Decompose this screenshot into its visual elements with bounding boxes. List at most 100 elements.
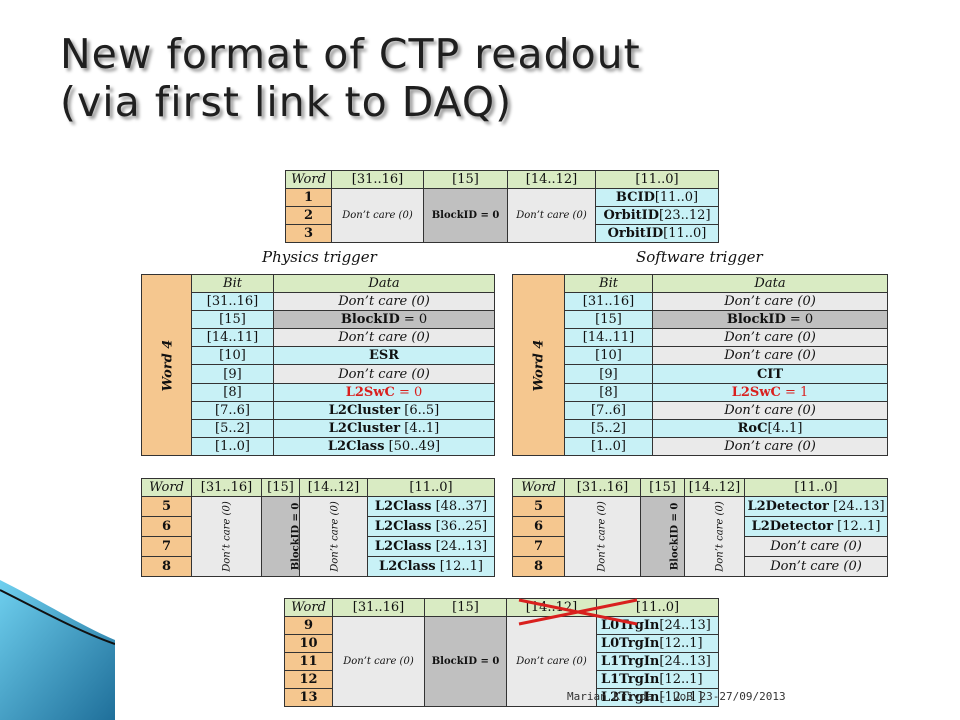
header-bit: Bit [191, 273, 274, 294]
bit-range: [10] [191, 346, 274, 366]
data-cell: BlockID = 0 [652, 310, 888, 330]
data-cell: L2Class [48..37] [367, 496, 495, 517]
bit-range: [7..6] [191, 400, 274, 420]
data-cell: L2Cluster [4..1] [273, 418, 495, 438]
word-number: 8 [512, 556, 565, 577]
software-word4-table: Word 4 Bit Data [31..16]Don’t care (0) [… [512, 273, 888, 457]
header-bits-14-12: [14..12] [684, 478, 745, 497]
dont-care-cell: Don’t care (0) [684, 496, 745, 577]
data-cell: L2Cluster [6..5] [273, 400, 495, 420]
header-word: Word [284, 598, 333, 617]
footer-author: Marian Krivda - UoB [567, 690, 693, 703]
data-cell: BCID[11..0] [595, 188, 719, 207]
bit-range: [10] [564, 346, 653, 366]
physics-word4-table: Word 4 Bit Data [31..16]Don’t care (0) [… [141, 273, 495, 457]
dont-care-cell: Don’t care (0) [332, 616, 425, 707]
header-bits-31-16: [31..16] [191, 478, 262, 497]
data-cell: L1TrgIn[24..13] [596, 652, 719, 671]
data-cell: Don’t care (0) [652, 292, 888, 312]
bit-range: [8] [191, 382, 274, 402]
word-number: 5 [141, 496, 192, 517]
dont-care-cell: Don’t care (0) [331, 188, 424, 243]
dont-care-cell: Don’t care (0) [564, 496, 641, 577]
bit-range: [14..11] [564, 328, 653, 348]
word-label: Word 4 [512, 274, 565, 456]
word-number: 10 [284, 634, 333, 653]
data-cell: Don’t care (0) [652, 328, 888, 348]
bit-range: [8] [564, 382, 653, 402]
block-id-cell: BlockID = 0 [424, 616, 507, 707]
data-cell: L2SwC = 0 [273, 382, 495, 402]
header-bit-15: [15] [423, 170, 508, 189]
header-data: Data [652, 273, 888, 294]
slide-title-line1: New format of CTP readout [60, 30, 641, 78]
data-cell: Don’t care (0) [273, 328, 495, 348]
data-cell: Don’t care (0) [652, 400, 888, 420]
word-number: 13 [284, 688, 333, 707]
bit-range: [9] [191, 364, 274, 384]
red-cross-mark-icon [518, 598, 638, 626]
physics-trigger-caption: Physics trigger [262, 248, 377, 266]
header-bits-14-12: [14..12] [299, 478, 368, 497]
software-trigger-caption: Software trigger [636, 248, 763, 266]
data-cell: L2SwC = 1 [652, 382, 888, 402]
data-cell: Don’t care (0) [652, 436, 888, 457]
bit-range: [15] [191, 310, 274, 330]
header-bit: Bit [564, 273, 653, 294]
data-cell: Don’t care (0) [273, 364, 495, 384]
word-number: 5 [512, 496, 565, 517]
word-number: 7 [512, 536, 565, 557]
data-cell: L2TrgIn[12..1] [596, 688, 719, 707]
data-cell: BlockID = 0 [273, 310, 495, 330]
header-data: Data [273, 273, 495, 294]
bit-range: [1..0] [564, 436, 653, 457]
header-bits-11-0: [11..0] [367, 478, 495, 497]
footer: Marian Krivda - UoB 23-27/09/2013 [567, 690, 786, 703]
word-number: 12 [284, 670, 333, 689]
header-bit-15: [15] [640, 478, 685, 497]
data-cell: L2Detector [24..13] [744, 496, 888, 517]
block-id-cell: BlockID = 0 [261, 496, 300, 577]
word-number: 11 [284, 652, 333, 671]
word-number: 7 [141, 536, 192, 557]
bit-range: [5..2] [191, 418, 274, 438]
slide-title: New format of CTP readout (via first lin… [60, 30, 920, 126]
bit-range: [7..6] [564, 400, 653, 420]
dont-care-cell: Don’t care (0) [507, 188, 596, 243]
dont-care-cell: Don’t care (0) [299, 496, 368, 577]
data-cell: L2Class [50..49] [273, 436, 495, 457]
header-bits-31-16: [31..16] [331, 170, 424, 189]
data-cell: OrbitID[23..12] [595, 206, 719, 225]
bit-range: [9] [564, 364, 653, 384]
word-label: Word 4 [141, 274, 192, 456]
word-number: 6 [141, 516, 192, 537]
header-bits-11-0: [11..0] [744, 478, 888, 497]
bit-range: [14..11] [191, 328, 274, 348]
data-cell: L1TrgIn[12..1] [596, 670, 719, 689]
data-cell: Don’t care (0) [652, 346, 888, 366]
word-number: 1 [285, 188, 332, 207]
data-cell: L2Class [36..25] [367, 516, 495, 537]
word-number: 2 [285, 206, 332, 225]
data-cell: RoC[4..1] [652, 418, 888, 438]
header-bits-14-12: [14..12] [507, 170, 596, 189]
data-cell: L2Class [12..1] [367, 556, 495, 577]
data-cell: L2Detector [12..1] [744, 516, 888, 537]
bit-range: [15] [564, 310, 653, 330]
top-header-table: Word [31..16] [15] [14..12] [11..0] 1 Do… [285, 170, 719, 243]
data-cell: OrbitID[11..0] [595, 224, 719, 243]
physics-words-5-8-table: Word [31..16] [15] [14..12] [11..0] 5 Do… [141, 478, 495, 577]
data-cell: Don’t care (0) [744, 536, 888, 557]
dont-care-cell: Don’t care (0) [506, 616, 597, 707]
header-word: Word [512, 478, 565, 497]
header-bits-31-16: [31..16] [564, 478, 641, 497]
header-bit-15: [15] [261, 478, 300, 497]
header-bit-15: [15] [424, 598, 507, 617]
header-word: Word [141, 478, 192, 497]
word-number: 9 [284, 616, 333, 635]
slide-title-line2: (via first link to DAQ) [60, 78, 513, 126]
data-cell: L0TrgIn[12..1] [596, 634, 719, 653]
word-number: 3 [285, 224, 332, 243]
data-cell: Don’t care (0) [273, 292, 495, 312]
header-bits-11-0: [11..0] [595, 170, 719, 189]
